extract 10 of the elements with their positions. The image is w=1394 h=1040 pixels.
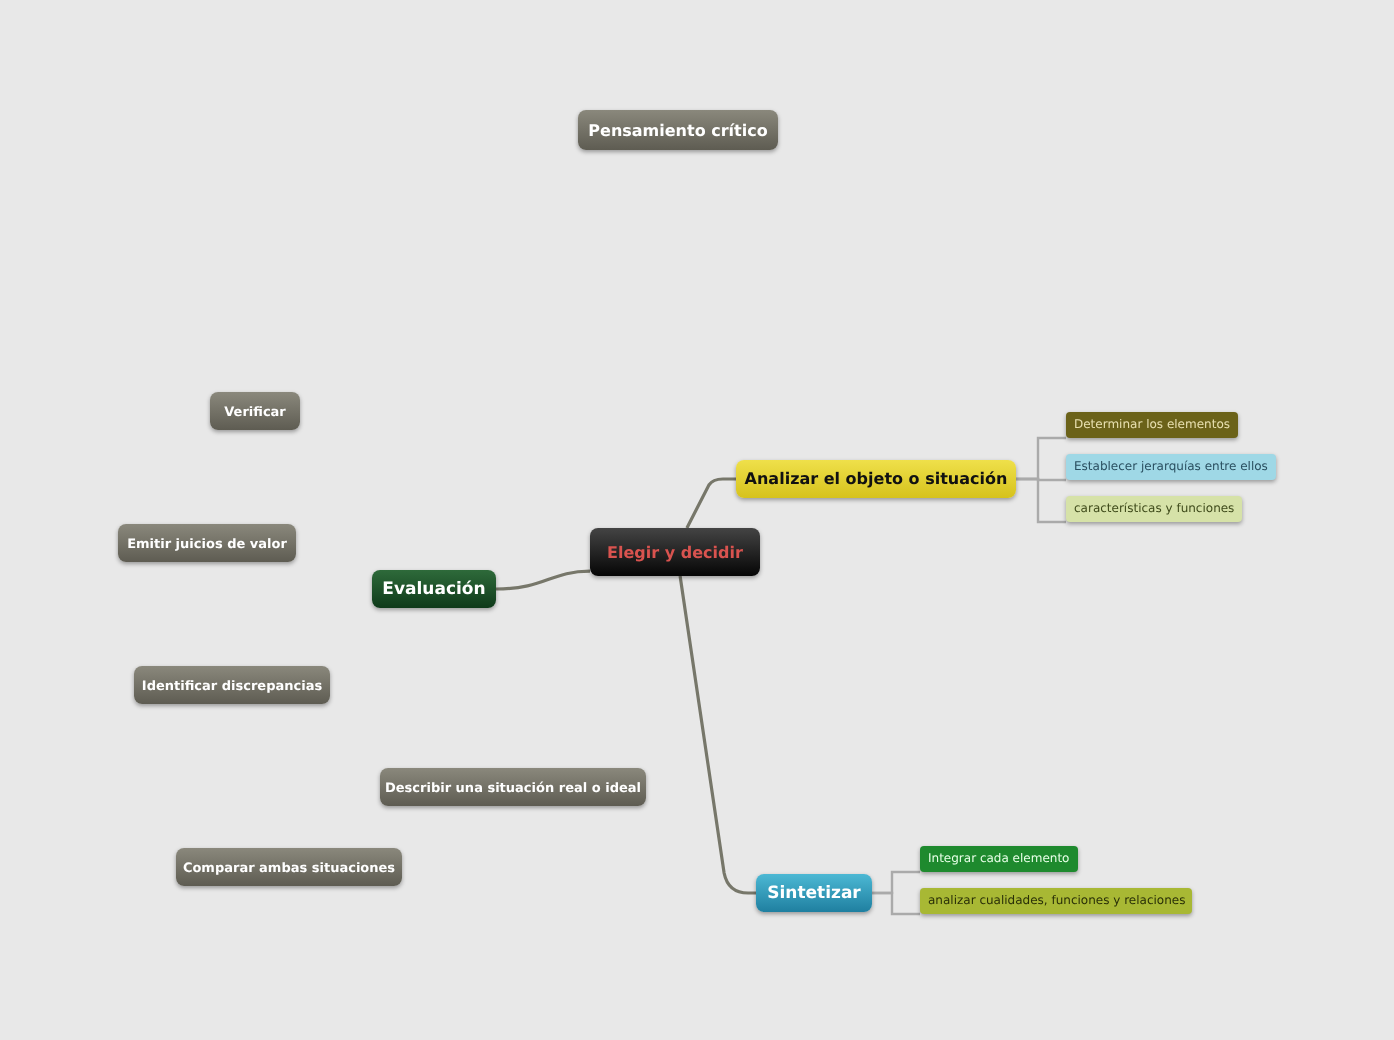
connector-line: [495, 569, 591, 591]
central-topic-box: Elegir y decidir: [590, 528, 760, 576]
connector-line: [872, 891, 920, 916]
topic-box: Sintetizar: [756, 874, 872, 912]
topic-box: Evaluación: [372, 570, 496, 608]
connector-line: [685, 477, 736, 529]
connector-line: [1016, 477, 1066, 524]
topic-box: Pensamiento crítico: [578, 110, 778, 150]
topic-box: Analizar el objeto o situación: [736, 460, 1016, 498]
connector-line: [678, 575, 756, 895]
